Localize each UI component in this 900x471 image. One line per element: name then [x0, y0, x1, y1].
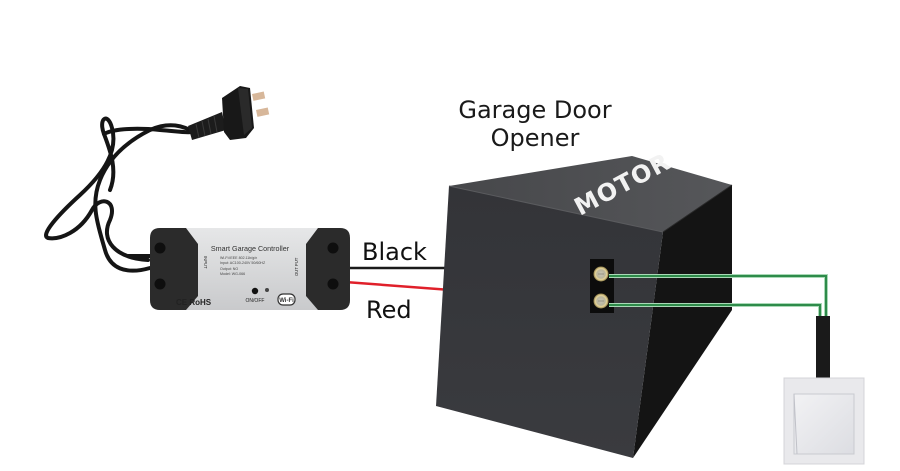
ce-rohs-mark: CE RoHS	[176, 298, 212, 307]
controller-output-label: OUT PUT	[294, 257, 299, 276]
wifi-logo-icon: Wi-Fi	[277, 293, 296, 306]
controller-spec-output: Output: NO	[220, 267, 238, 271]
switch-cable	[816, 316, 830, 381]
controller-input-label: INPUT	[203, 256, 208, 269]
controller-spec-wifi: Wi-Fi:IEEE 802.11b/g/n	[220, 256, 257, 260]
smart-garage-controller: Smart Garage Controller Wi-Fi:IEEE 802.1…	[128, 228, 350, 310]
red-wire-label: Red	[366, 296, 412, 324]
controller-title: Smart Garage Controller	[211, 244, 290, 253]
garage-door-opener-title: Garage Door Opener	[458, 96, 611, 152]
controller-spec-model: Model: WG-066	[220, 272, 245, 276]
green-wires	[609, 274, 828, 318]
on-off-button[interactable]	[251, 287, 259, 295]
switch-rocker[interactable]	[793, 393, 855, 455]
status-led-icon	[265, 288, 269, 292]
motor-unit: MOTOR	[436, 147, 733, 458]
wifi-logo-text: Wi-Fi	[279, 298, 294, 304]
controller-spec-input: Input: AC100-240V 50/60HZ	[220, 261, 266, 265]
wall-switch	[783, 316, 865, 465]
on-off-label: ON/OFF	[246, 298, 265, 304]
power-plug-icon	[44, 86, 270, 273]
black-wire-label: Black	[362, 238, 427, 266]
title-line-2: Opener	[491, 124, 580, 152]
title-line-1: Garage Door	[458, 96, 611, 124]
